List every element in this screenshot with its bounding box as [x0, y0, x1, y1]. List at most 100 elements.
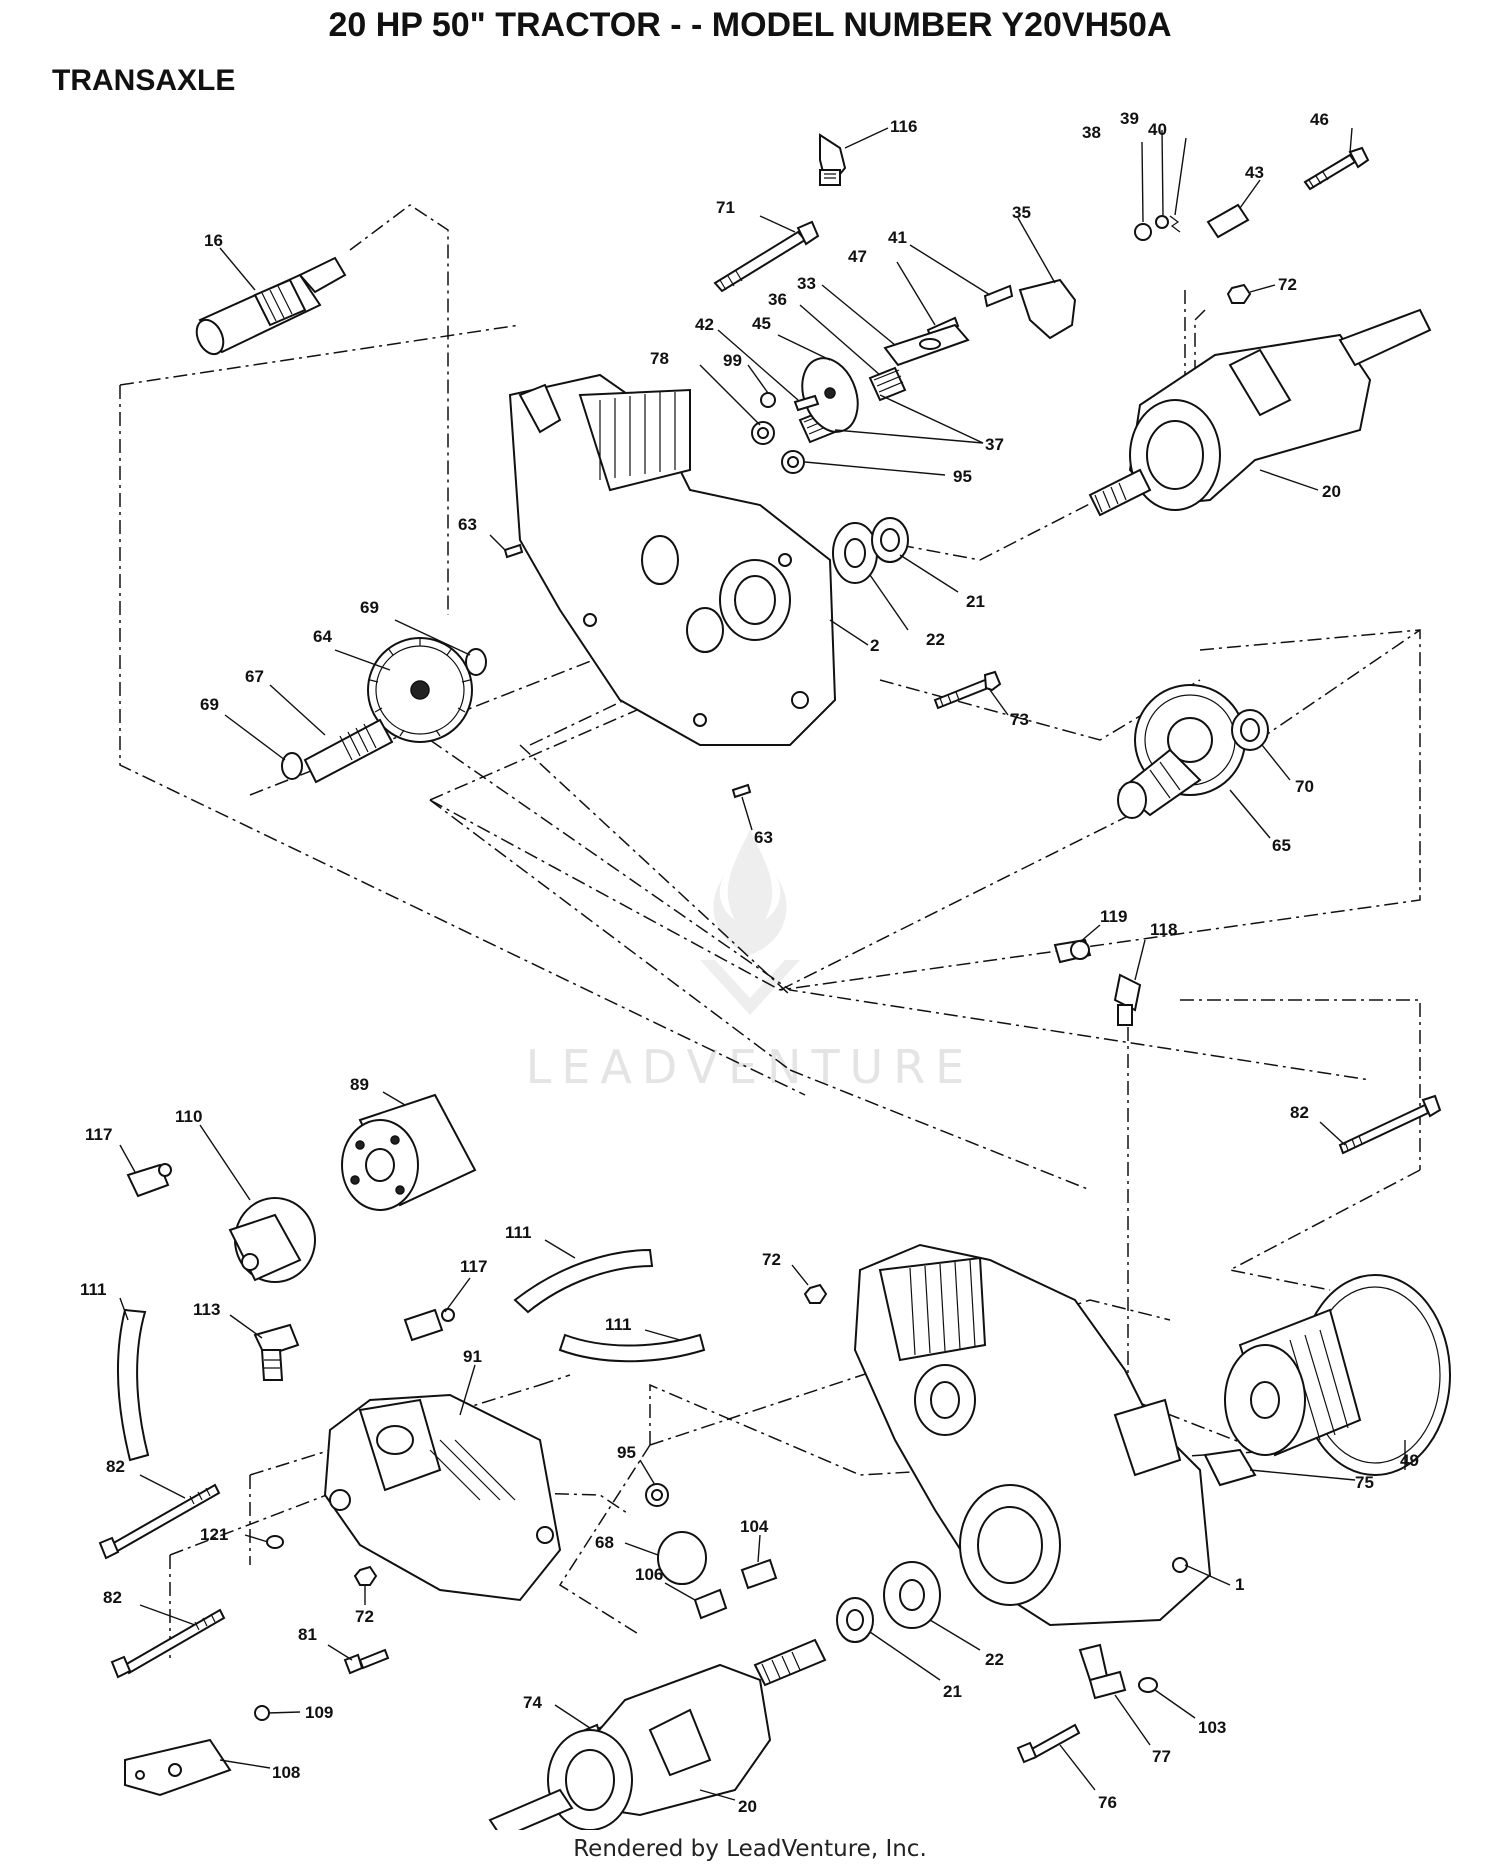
- part-39-washer: [1155, 215, 1169, 229]
- part-63-pin: [731, 783, 752, 799]
- callout-75: 75: [1355, 1473, 1374, 1492]
- callout-22a: 22: [926, 630, 945, 649]
- part-72-nut: [353, 1565, 378, 1586]
- part-41-pins: [983, 284, 1014, 308]
- callout-106: 106: [635, 1565, 663, 1584]
- callout-20a: 20: [1322, 482, 1341, 501]
- part-72-nut: [803, 1283, 828, 1304]
- part-1-case-half: [853, 1243, 1212, 1627]
- part-38-washer: [1134, 223, 1152, 241]
- callout-21a: 21: [966, 592, 985, 611]
- part-42-pin: [793, 394, 820, 412]
- callout-91: 91: [463, 1347, 482, 1366]
- callout-35: 35: [1012, 203, 1031, 222]
- lower-assembly: [98, 1093, 1451, 1830]
- callout-111a: 111: [505, 1223, 532, 1242]
- callout-47: 47: [848, 247, 867, 266]
- part-21-washer-lower: [836, 1597, 874, 1643]
- part-81-bolt: [343, 1648, 390, 1675]
- callout-43: 43: [1245, 163, 1264, 182]
- part-82-bolt-left-lower: [110, 1608, 226, 1679]
- callout-77: 77: [1152, 1747, 1171, 1766]
- part-118-fitting: [1113, 973, 1142, 1026]
- part-46-bolt: [1303, 146, 1370, 191]
- part-22-washer-lower: [883, 1561, 941, 1629]
- callout-74: 74: [523, 1693, 542, 1712]
- part-119-fitting: [1053, 938, 1092, 964]
- callout-22b: 22: [985, 1650, 1004, 1669]
- callout-119: 119: [1100, 907, 1127, 926]
- part-117-fitting-lower: [403, 1308, 455, 1342]
- callout-20b: 20: [738, 1797, 757, 1816]
- part-72-nut: [1226, 283, 1252, 304]
- part-89-filter: [341, 1093, 477, 1211]
- callout-63b: 63: [754, 828, 773, 847]
- callout-36: 36: [768, 290, 787, 309]
- callout-42: 42: [695, 315, 714, 334]
- part-113-elbow: [253, 1323, 300, 1381]
- part-104-fitting: [740, 1558, 778, 1590]
- callout-labels: 116 38 39 40 46 43 71 35 47 41 72 16 33 …: [80, 109, 1419, 1816]
- callout-33: 33: [797, 274, 816, 293]
- callout-108: 108: [272, 1763, 300, 1782]
- callout-111b: 111: [80, 1280, 107, 1299]
- callout-45: 45: [752, 314, 771, 333]
- part-82-bolt-left-upper: [98, 1483, 221, 1560]
- callout-2: 2: [870, 636, 879, 655]
- page-title: 20 HP 50" TRACTOR - - MODEL NUMBER Y20VH…: [328, 6, 1172, 44]
- upper-assembly: [195, 133, 1432, 1026]
- part-68-oring: [657, 1531, 707, 1585]
- callout-64: 64: [313, 627, 332, 646]
- callout-117b: 117: [460, 1257, 487, 1276]
- callout-113: 113: [193, 1300, 220, 1319]
- callout-70: 70: [1295, 777, 1314, 796]
- callout-99: 99: [723, 351, 742, 370]
- section-title: TRANSAXLE: [52, 64, 236, 97]
- callout-73: 73: [1010, 710, 1029, 729]
- callout-121: 121: [200, 1525, 228, 1544]
- part-103-washer: [1138, 1677, 1158, 1693]
- part-20-axle-housing-lower: [488, 1638, 827, 1830]
- callout-38: 38: [1082, 123, 1101, 142]
- part-69-washer: [465, 648, 487, 676]
- part-36-block: [868, 366, 907, 402]
- callout-109: 109: [305, 1703, 333, 1722]
- callout-72b: 72: [762, 1250, 781, 1269]
- callout-78: 78: [650, 349, 669, 368]
- callout-49: 49: [1400, 1451, 1419, 1470]
- callout-116: 116: [890, 117, 917, 136]
- part-35-bracket: [1018, 278, 1077, 340]
- callout-63a: 63: [458, 515, 477, 534]
- part-99-ring: [760, 392, 776, 408]
- callout-72a: 72: [1278, 275, 1297, 294]
- callout-81: 81: [298, 1625, 317, 1644]
- callout-82c: 82: [103, 1588, 122, 1607]
- callout-103: 103: [1198, 1718, 1226, 1737]
- part-109-screw: [254, 1705, 270, 1721]
- callout-104: 104: [740, 1517, 769, 1536]
- callout-110: 110: [175, 1107, 202, 1126]
- part-69-washer: [281, 752, 303, 780]
- callout-69b: 69: [200, 695, 219, 714]
- callout-95b: 95: [617, 1443, 636, 1462]
- callout-82b: 82: [106, 1457, 125, 1476]
- callout-72c: 72: [355, 1607, 374, 1626]
- part-82-bolt-right: [1338, 1094, 1442, 1155]
- callout-76: 76: [1098, 1793, 1117, 1812]
- part-21-washer: [871, 517, 909, 563]
- part-2-case-half: [508, 373, 837, 746]
- watermark-text: LEADVENTURE: [525, 1040, 975, 1094]
- part-117-fitting-upper: [126, 1163, 172, 1198]
- part-111-hose: [513, 1248, 654, 1314]
- part-91-pump: [323, 1393, 562, 1602]
- part-108-bracket: [124, 1738, 232, 1797]
- part-43-sleeve: [1206, 203, 1250, 239]
- callout-89: 89: [350, 1075, 369, 1094]
- part-70-washer: [1231, 709, 1269, 751]
- callout-69a: 69: [360, 598, 379, 617]
- callout-71: 71: [716, 198, 735, 217]
- part-64-gear: [367, 637, 473, 743]
- part-95-bearing-lower: [645, 1483, 669, 1507]
- callout-1: 1: [1235, 1575, 1244, 1594]
- part-110-valve: [228, 1197, 316, 1283]
